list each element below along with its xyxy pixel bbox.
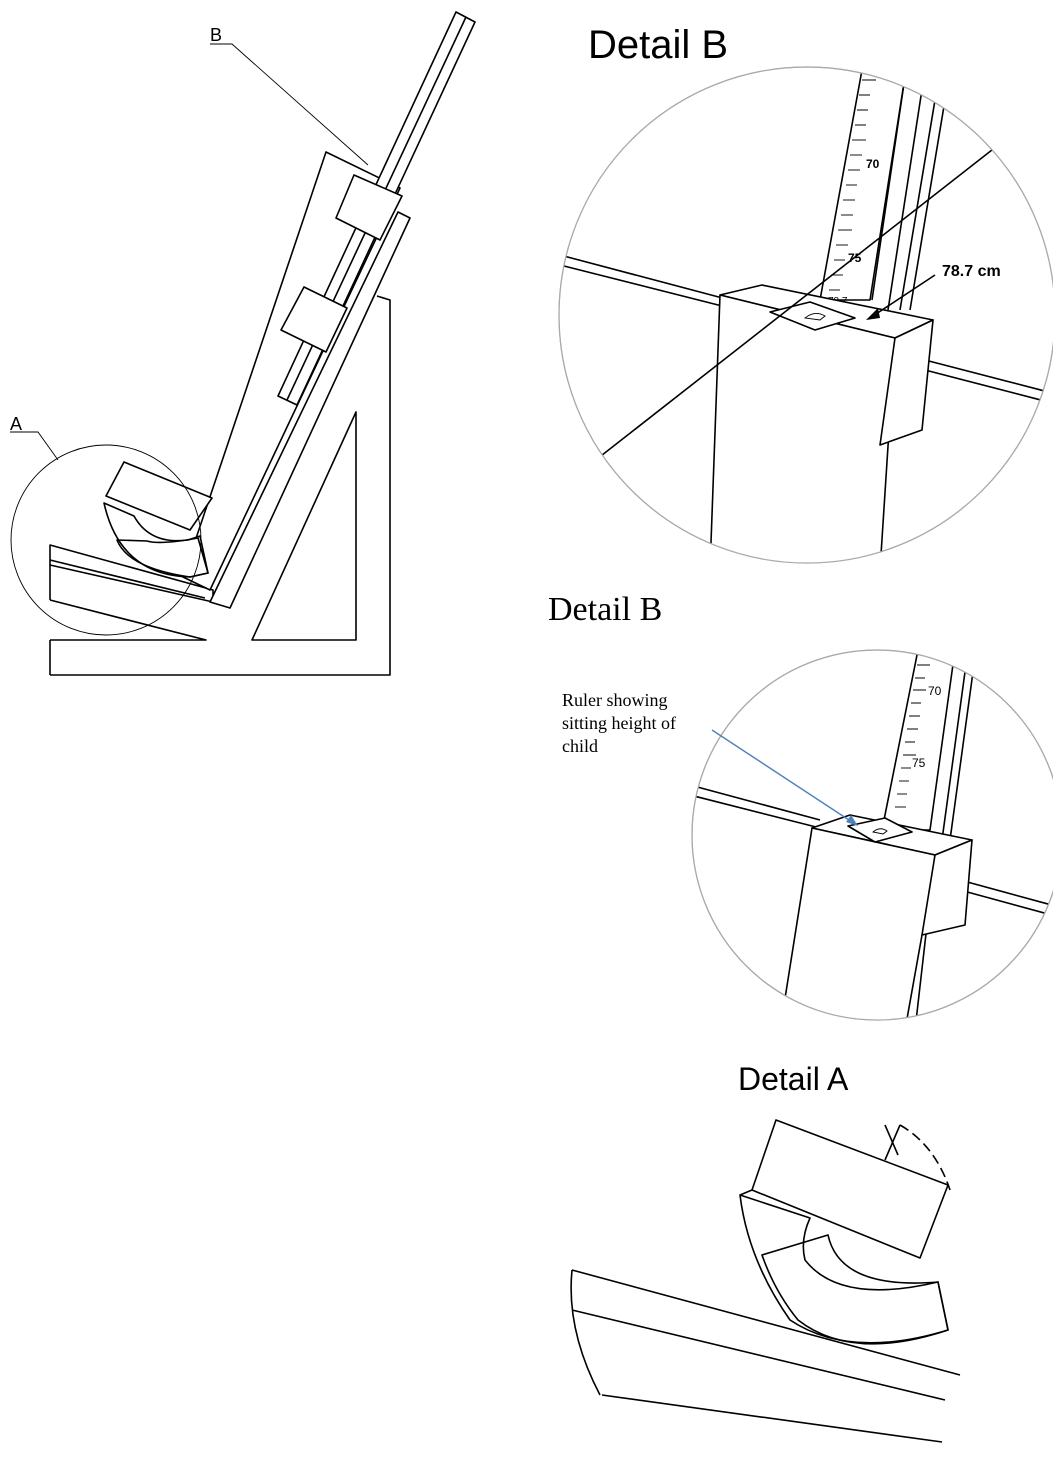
ruler-tick-70-b: 70 <box>928 684 942 698</box>
triangle-cutout <box>251 411 357 641</box>
detail-b-bottom-title: Detail B <box>548 591 662 628</box>
slider-block-upper <box>335 174 403 241</box>
detail-a: Detail A <box>570 1061 961 1443</box>
measurement-label: 78.7 cm <box>942 263 1001 280</box>
label-a: A <box>10 414 22 434</box>
detail-a-title: Detail A <box>738 1061 849 1097</box>
detail-b-top: Detail B <box>558 23 1053 564</box>
back-board <box>209 211 411 609</box>
base-frame <box>49 599 207 641</box>
detail-b-bottom: Detail B <box>548 591 1053 1021</box>
detail-a-hatch <box>761 1234 949 1345</box>
detail-b-top-title: Detail B <box>588 23 728 67</box>
shoulder-block <box>105 461 213 531</box>
ruler-tick-75-b: 75 <box>912 756 926 770</box>
detail-a-shoulder-block <box>751 1119 949 1259</box>
label-b: B <box>210 25 222 45</box>
detail-circle-a <box>10 444 202 636</box>
slider-block-lower <box>280 286 348 353</box>
main-side-view: A B <box>10 11 476 676</box>
annotation-text: Ruler showing sitting height of child <box>562 690 681 756</box>
ruler-tick-70: 70 <box>866 157 880 171</box>
annotation-arrow <box>711 729 853 823</box>
